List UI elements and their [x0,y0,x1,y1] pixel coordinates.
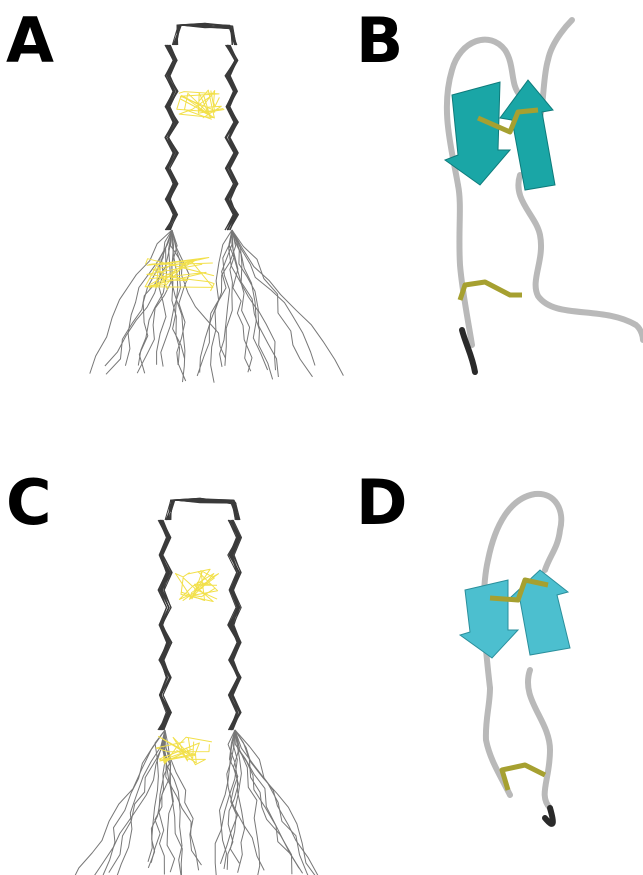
backbone-tail [232,230,276,370]
ribbon-structure-d [340,430,643,875]
backbone-loop [166,500,236,520]
backbone-tail [229,230,279,377]
beta-strands-b [445,80,555,190]
panel-a: A [0,0,340,430]
backbone-tail [232,230,268,370]
backbone-tail [235,730,303,873]
backbone-tail [232,230,273,379]
backbone-tail [138,230,172,366]
backbone-tail [235,730,299,868]
backbone-tail-d [545,808,553,824]
backbone-tail [139,230,172,373]
backbone-tail [106,230,172,374]
backbone-tail [235,730,316,875]
panel-b: B [340,0,643,430]
backbone-tail [232,230,315,366]
backbone-tail [232,230,313,377]
panel-c: C [0,430,340,875]
beta-strands-d [460,570,570,658]
backbone-tail [200,230,233,373]
backbone-tail [197,230,232,376]
ribbon-structure-b [340,0,643,430]
structure-ensemble-a [0,0,340,430]
backbone-tail [137,230,172,373]
structure-ensemble-c [0,430,340,875]
panel-d: D [340,430,643,875]
